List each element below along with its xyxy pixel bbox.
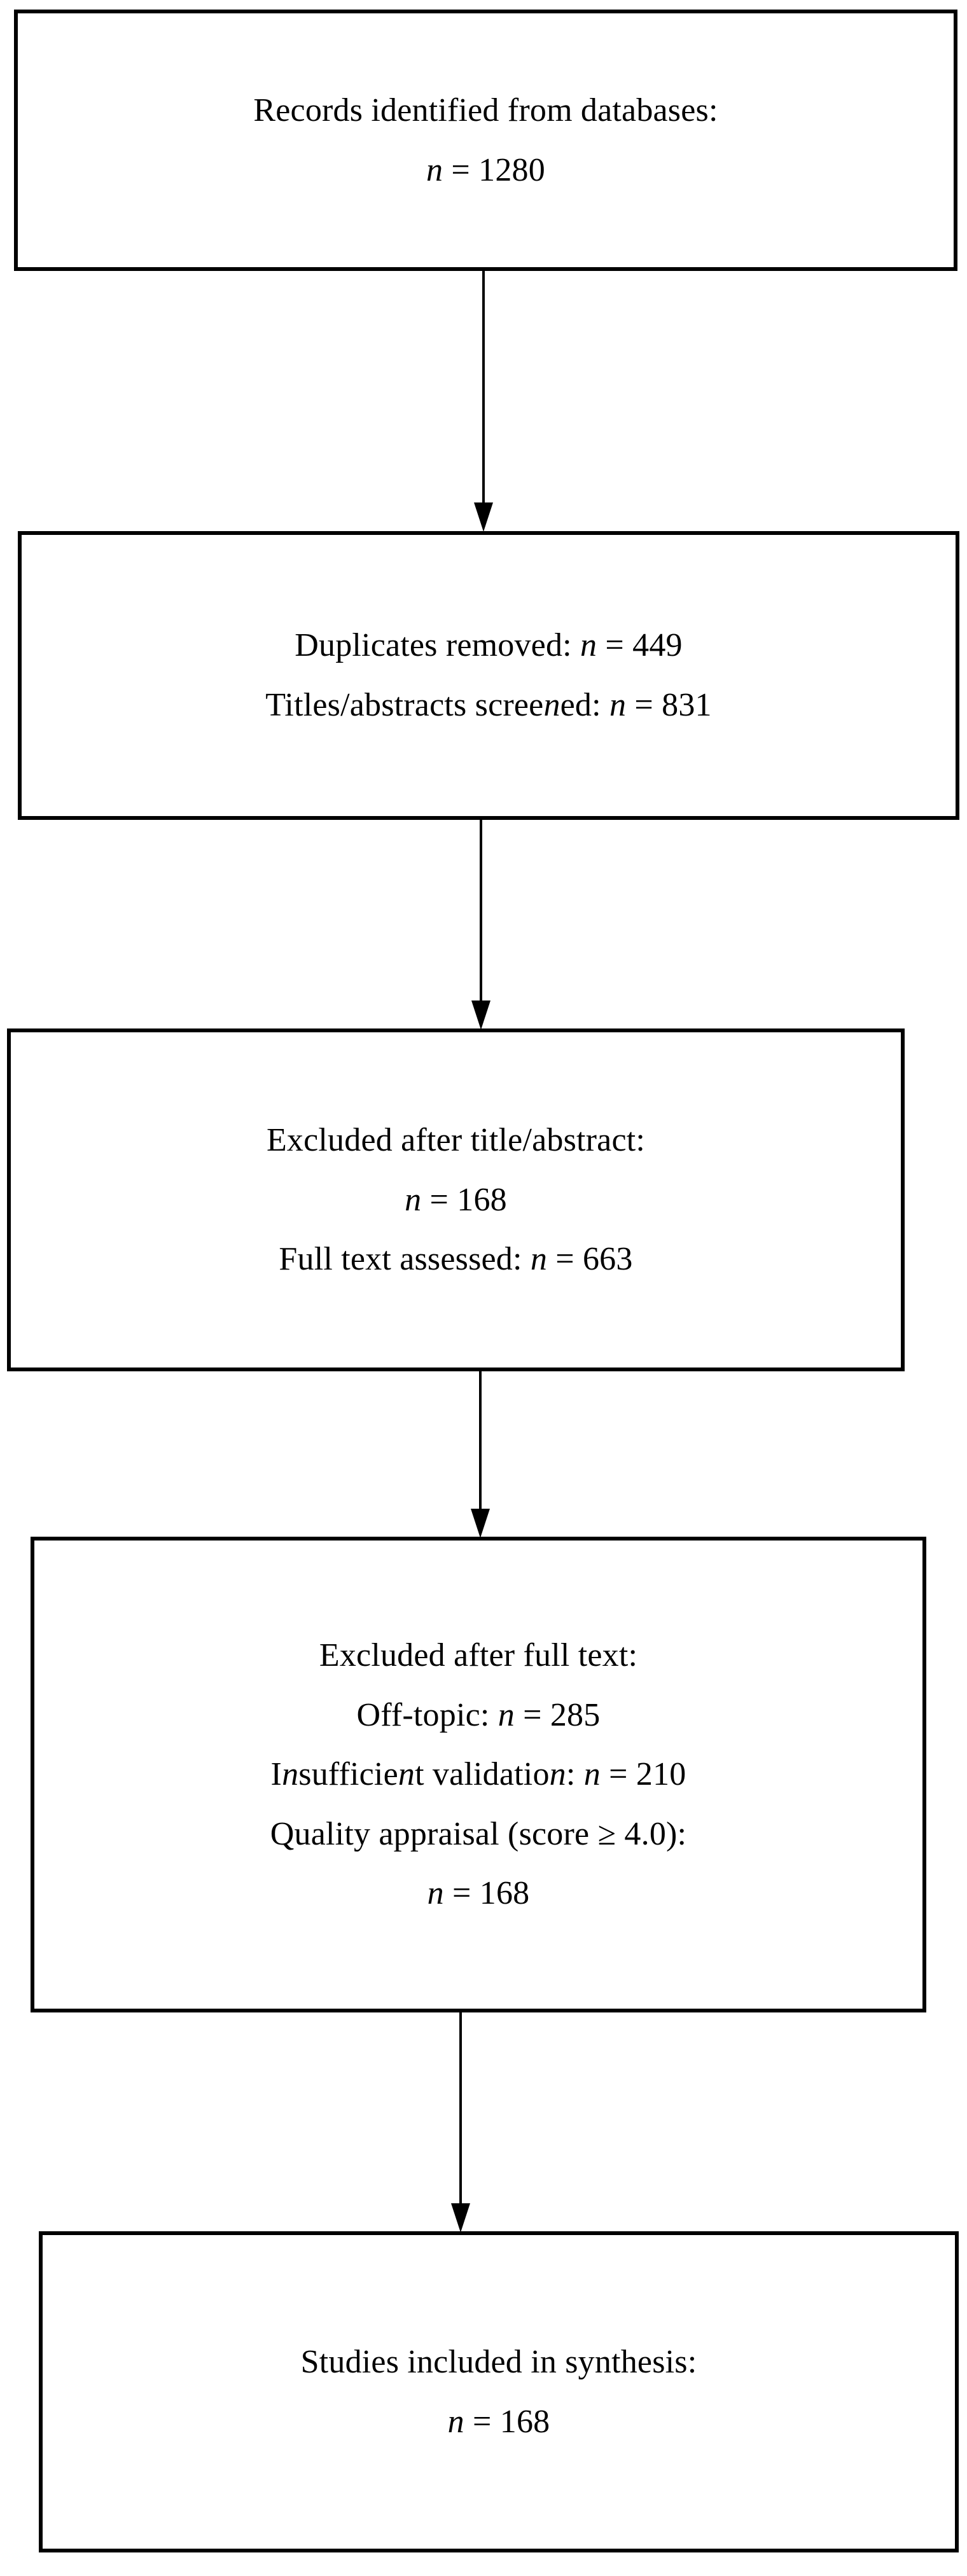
italic-n-glyph: n bbox=[405, 1181, 422, 1218]
box-excluded-full-text: Excluded after full text: Off-topic: n =… bbox=[31, 1537, 926, 2012]
italic-n-glyph: n bbox=[426, 151, 443, 188]
arrow-head-down-icon bbox=[474, 502, 493, 532]
box-duplicates-line-1: Duplicates removed: n = 449 bbox=[295, 627, 683, 664]
italic-n-glyph: n bbox=[609, 687, 627, 723]
italic-n-glyph: n bbox=[530, 1241, 548, 1278]
box-studies-included-line-1: Studies included in synthesis: bbox=[300, 2343, 697, 2380]
arrow-title-excluded-to-fulltext-excluded bbox=[461, 1371, 499, 1538]
italic-n-glyph: n bbox=[543, 687, 560, 723]
box-studies-included: Studies included in synthesis: n = 168 bbox=[39, 2231, 959, 2552]
box-excluded-full-line-1: Excluded after full text: bbox=[319, 1637, 638, 1674]
box-excluded-title-abstract: Excluded after title/abstract: n = 168 F… bbox=[7, 1028, 905, 1371]
box-excluded-full-line-4: Quality appraisal (score ≥ 4.0): bbox=[270, 1815, 687, 1852]
box-studies-included-line-2: n = 168 bbox=[447, 2403, 550, 2440]
arrow-head-down-icon bbox=[471, 1509, 490, 1538]
arrow-fulltext-excluded-to-included bbox=[442, 2012, 480, 2233]
box-records-identified-line-1: Records identified from databases: bbox=[253, 92, 718, 128]
italic-n-glyph: n bbox=[427, 1875, 444, 1912]
box-excluded-title-line-1: Excluded after title/abstract: bbox=[266, 1122, 646, 1159]
italic-n-glyph: n bbox=[580, 627, 597, 664]
italic-n-glyph: n bbox=[447, 2403, 464, 2440]
italic-n-glyph: n bbox=[497, 1696, 515, 1733]
italic-n-glyph: n bbox=[398, 1756, 415, 1793]
box-excluded-full-line-5: n = 168 bbox=[427, 1875, 530, 1912]
box-records-identified-line-2: n = 1280 bbox=[426, 151, 545, 188]
arrow-shaft bbox=[459, 2012, 462, 2205]
box-duplicates-line-2: Titles/abstracts screened: n = 831 bbox=[265, 687, 712, 723]
box-records-identified: Records identified from databases: n = 1… bbox=[14, 10, 957, 271]
italic-n-glyph: n bbox=[549, 1756, 566, 1793]
arrow-head-down-icon bbox=[451, 2203, 470, 2233]
box-excluded-full-line-2: Off-topic: n = 285 bbox=[356, 1696, 601, 1733]
arrow-screened-to-title-excluded bbox=[462, 820, 500, 1030]
box-duplicates-screening: Duplicates removed: n = 449 Titles/abstr… bbox=[18, 531, 959, 820]
arrow-shaft bbox=[479, 1371, 482, 1510]
italic-n-glyph: n bbox=[583, 1756, 601, 1793]
box-excluded-title-line-3: Full text assessed: n = 663 bbox=[279, 1241, 633, 1278]
arrow-shaft bbox=[482, 271, 485, 504]
box-excluded-title-line-2: n = 168 bbox=[405, 1181, 507, 1218]
box-excluded-full-line-3: Insufficient validation: n = 210 bbox=[270, 1756, 686, 1793]
arrow-shaft bbox=[480, 820, 482, 1002]
arrow-identified-to-screened bbox=[464, 271, 503, 532]
arrow-head-down-icon bbox=[471, 1001, 490, 1030]
italic-n-glyph: n bbox=[282, 1756, 299, 1793]
